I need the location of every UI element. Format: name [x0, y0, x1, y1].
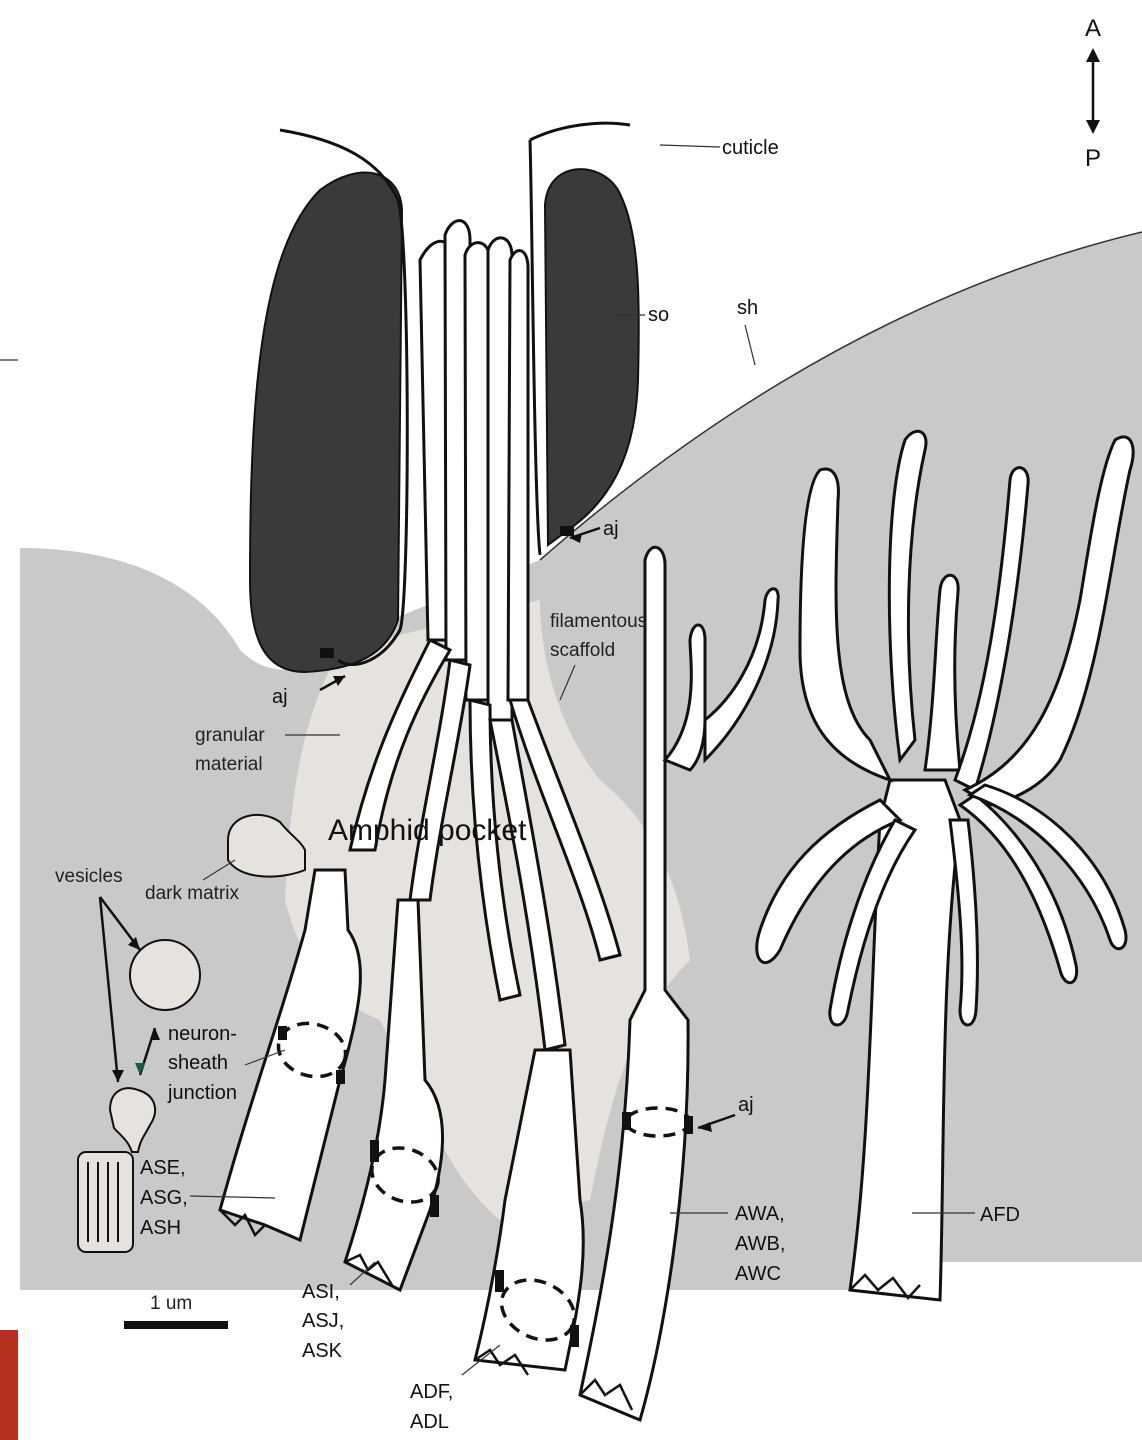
orientation-indicator [1086, 48, 1100, 134]
aj-label-left: aj [272, 686, 288, 708]
scaffold-label: scaffold [550, 640, 615, 661]
socket-label: so [648, 304, 669, 326]
material-label: material [195, 754, 263, 775]
granular-label: granular [195, 725, 265, 746]
aj-label-top: aj [603, 518, 619, 540]
anterior-label: A [1085, 15, 1101, 42]
ase-label-1: ASE, [140, 1157, 186, 1179]
neuron-label: neuron- [168, 1023, 237, 1045]
sheath-label: sh [737, 297, 758, 319]
sheath-word-label: sheath [168, 1052, 228, 1074]
junction-label: junction [167, 1082, 237, 1104]
slide-decoration [0, 360, 18, 1440]
scale-bar [124, 1321, 228, 1329]
asi-label-3: ASK [302, 1340, 343, 1362]
aj-label-right: aj [738, 1094, 754, 1116]
adf-label-2: ADL [410, 1411, 449, 1433]
asi-label-1: ASI, [302, 1281, 340, 1303]
ase-label-3: ASH [140, 1217, 181, 1239]
afd-label: AFD [980, 1204, 1020, 1226]
adf-label-1: ADF, [410, 1381, 453, 1403]
awa-label-3: AWC [735, 1263, 781, 1285]
cuticle-label: cuticle [722, 137, 779, 159]
scale-bar-label: 1 um [150, 1293, 192, 1314]
posterior-label: P [1085, 145, 1101, 172]
amphid-pocket-label: Amphid pocket [328, 814, 527, 847]
dark-matrix-label: dark matrix [145, 883, 239, 904]
asi-label-2: ASJ, [302, 1310, 344, 1332]
vesicles-label: vesicles [55, 866, 123, 887]
awa-label-2: AWB, [735, 1233, 785, 1255]
ase-label-2: ASG, [140, 1187, 188, 1209]
awa-label-1: AWA, [735, 1203, 785, 1225]
filamentous-label: filamentous [550, 611, 647, 632]
